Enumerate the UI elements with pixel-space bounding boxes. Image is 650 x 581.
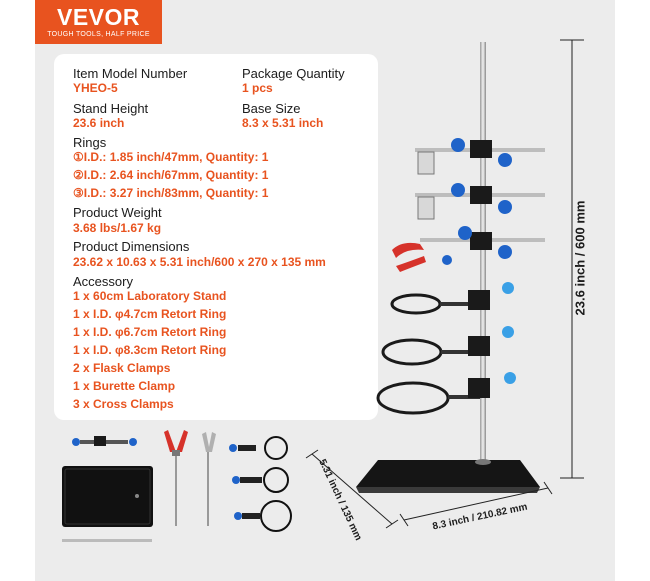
accessory-item: 1 x I.D. φ8.3cm Retort Ring xyxy=(73,343,227,357)
stand-base xyxy=(356,460,540,493)
accessory-item: 1 x I.D. φ6.7cm Retort Ring xyxy=(73,325,227,339)
retort-ring-medium xyxy=(381,326,514,366)
flask-clamp xyxy=(415,138,545,175)
rod-foot xyxy=(475,459,491,465)
accessory-item: 3 x Cross Clamps xyxy=(73,397,174,411)
weight-label: Product Weight xyxy=(73,205,162,220)
accessory-small-ring xyxy=(229,436,288,460)
accessory-burette-clamp xyxy=(164,430,188,526)
base-size-label: Base Size xyxy=(242,101,301,116)
package-qty-label: Package Quantity xyxy=(242,66,345,81)
accessory-rod xyxy=(62,539,152,542)
stand-rod xyxy=(480,42,486,464)
width-dimension-line xyxy=(399,481,553,527)
dimensions-value: 23.62 x 10.63 x 5.31 inch/600 x 270 x 13… xyxy=(73,255,326,269)
stand-height-value: 23.6 inch xyxy=(73,116,125,130)
ring-spec-2: ②I.D.: 2.64 inch/67mm, Quantity: 1 xyxy=(73,168,269,182)
spec-card xyxy=(54,54,378,420)
flask-clamp xyxy=(415,183,545,220)
height-label: 23.6 inch / 600 mm xyxy=(572,200,588,316)
stand-height-label: Stand Height xyxy=(73,101,149,116)
accessory-item: 1 x Burette Clamp xyxy=(73,379,176,393)
accessory-item: 2 x Flask Clamps xyxy=(73,361,171,375)
vevor-logo: VEVOR TOUGH TOOLS, HALF PRICE xyxy=(35,0,162,44)
item-model-value: YHEO-5 xyxy=(73,81,118,95)
accessory-label: Accessory xyxy=(73,274,133,289)
height-dimension-line xyxy=(560,39,584,479)
accessory-cross-clamp xyxy=(72,436,137,446)
accessory-base-plate xyxy=(62,466,153,527)
burette-clamp xyxy=(392,226,545,272)
depth-dimension-line xyxy=(305,449,399,529)
accessory-flask-clamp xyxy=(202,432,216,526)
accessory-medium-ring xyxy=(232,467,289,493)
accessory-large-ring xyxy=(234,500,292,532)
item-model-label: Item Model Number xyxy=(73,66,188,81)
ring-spec-1: ①I.D.: 1.85 inch/47mm, Quantity: 1 xyxy=(73,150,269,164)
weight-value: 3.68 lbs/1.67 kg xyxy=(73,221,162,235)
logo-tagline: TOUGH TOOLS, HALF PRICE xyxy=(47,31,150,38)
accessory-item: 1 x I.D. φ4.7cm Retort Ring xyxy=(73,307,227,321)
logo-brand-name: VEVOR xyxy=(56,4,141,30)
retort-ring-small xyxy=(390,282,514,315)
retort-ring-large xyxy=(376,372,516,415)
package-qty-value: 1 pcs xyxy=(242,81,273,95)
ring-spec-3: ③I.D.: 3.27 inch/83mm, Quantity: 1 xyxy=(73,186,269,200)
accessory-item: 1 x 60cm Laboratory Stand xyxy=(73,289,227,303)
dimensions-label: Product Dimensions xyxy=(73,239,190,254)
rings-label: Rings xyxy=(73,135,107,150)
base-size-value: 8.3 x 5.31 inch xyxy=(242,116,324,130)
